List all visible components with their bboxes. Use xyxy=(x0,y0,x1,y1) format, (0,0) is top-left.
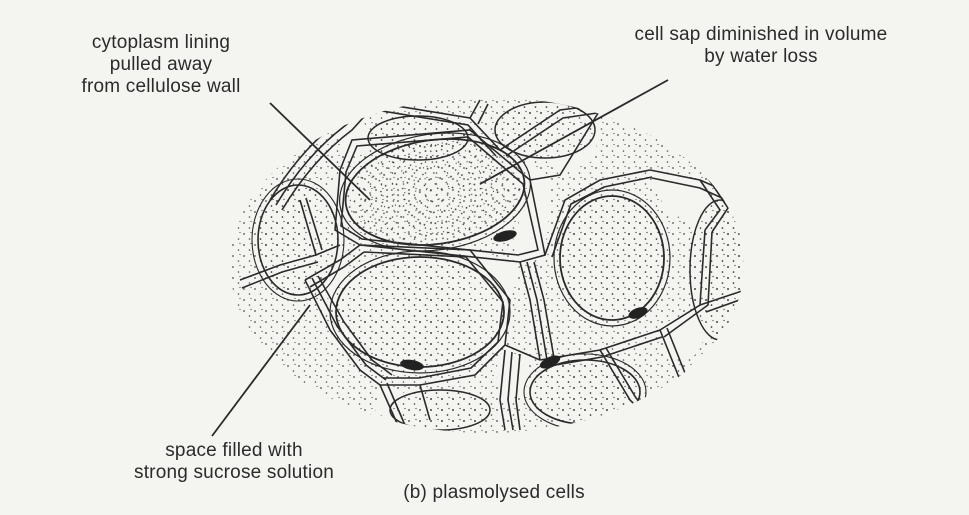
label-line: space filled with xyxy=(94,440,374,462)
label-cell-sap: cell sap diminished in volume by water l… xyxy=(556,24,966,68)
label-line: by water loss xyxy=(556,46,966,68)
label-sucrose-space: space filled with strong sucrose solutio… xyxy=(94,440,374,484)
label-cytoplasm-lining: cytoplasm lining pulled away from cellul… xyxy=(36,32,286,98)
label-line: cell sap diminished in volume xyxy=(556,24,966,46)
tissue-section xyxy=(230,97,750,433)
figure-caption: (b) plasmolysed cells xyxy=(344,482,644,504)
label-line: strong sucrose solution xyxy=(94,462,374,484)
label-line: cytoplasm lining xyxy=(36,32,286,54)
label-line: pulled away xyxy=(36,54,286,76)
label-line: from cellulose wall xyxy=(36,76,286,98)
